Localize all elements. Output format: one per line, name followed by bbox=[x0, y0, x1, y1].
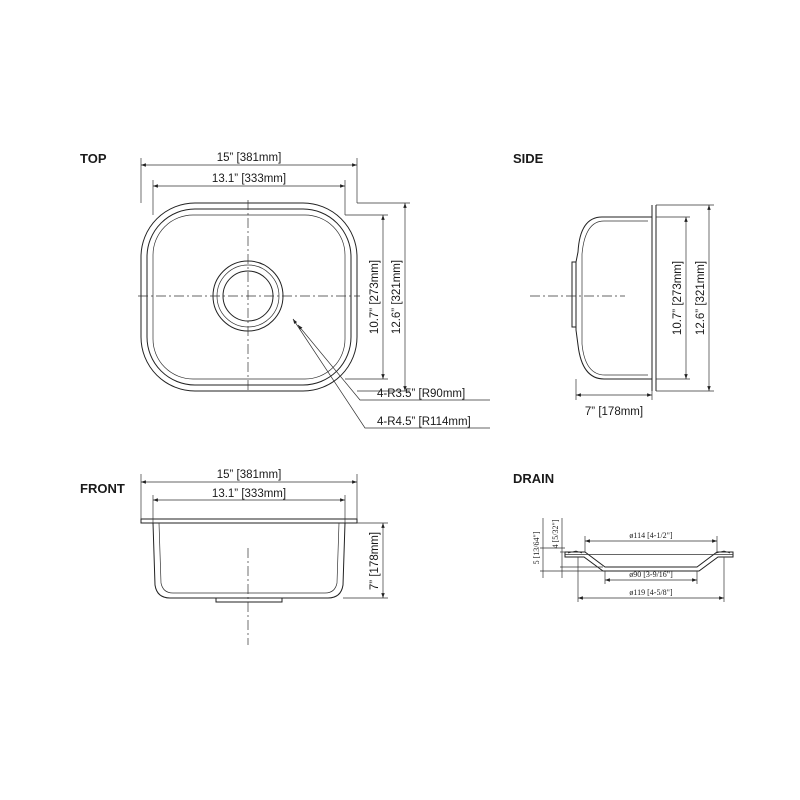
side-view: SIDE 10.7” [273mm] 12.6” [321mm] 7” [178… bbox=[513, 151, 714, 418]
top-view-title: TOP bbox=[80, 151, 107, 166]
side-drain-stub bbox=[571, 261, 577, 328]
front-view: FRONT 15” [381mm] 13.1” [333mm] 7” [178m… bbox=[80, 469, 388, 645]
front-inner-width-label: 13.1” [333mm] bbox=[212, 488, 286, 500]
drain-view-title: DRAIN bbox=[513, 471, 554, 486]
top-outer-length-label: 12.6” [321mm] bbox=[391, 260, 403, 334]
top-radius-inner-label: 4-R3.5” [R90mm] bbox=[377, 388, 465, 400]
top-inner-width-label: 13.1” [333mm] bbox=[212, 173, 286, 185]
front-flange bbox=[140, 518, 358, 524]
top-radius-inner-leader bbox=[297, 324, 490, 401]
side-inner-length-label: 10.7” [273mm] bbox=[672, 261, 684, 335]
drain-view: DRAIN 5 [13/64"] 4 [5/32"] ø114 [4-1/2"]… bbox=[513, 471, 734, 602]
side-outer-length-label: 12.6” [321mm] bbox=[695, 261, 707, 335]
top-rim-outline bbox=[146, 208, 352, 386]
top-outer-outline bbox=[140, 202, 358, 392]
drain-height-a-label: 5 [13/64"] bbox=[532, 531, 541, 564]
front-bowl-outline bbox=[152, 522, 346, 599]
drain-dia-bottom-label: ø90 [3-9/16"] bbox=[629, 570, 673, 579]
front-outer-width-label: 15” [381mm] bbox=[217, 469, 282, 481]
top-inner-length-label: 10.7” [273mm] bbox=[369, 260, 381, 334]
front-bowl-inner bbox=[158, 522, 340, 594]
side-view-title: SIDE bbox=[513, 151, 544, 166]
drain-profile bbox=[564, 551, 734, 572]
side-body-outline bbox=[575, 216, 652, 380]
front-view-title: FRONT bbox=[80, 481, 125, 496]
top-radius-outer-leader bbox=[292, 318, 490, 429]
top-radius-outer-label: 4-R4.5” [R114mm] bbox=[377, 416, 471, 428]
front-drain-stub bbox=[215, 597, 283, 603]
side-bowl-outline bbox=[581, 220, 648, 376]
drain-dia-overall-label: ø119 [4-5/8"] bbox=[629, 588, 673, 597]
side-depth-label: 7” [178mm] bbox=[585, 406, 643, 418]
top-outer-width-label: 15” [381mm] bbox=[217, 152, 282, 164]
top-view: TOP 15” [381mm] 13.1” [333mm] 10.7” [273… bbox=[80, 151, 490, 429]
top-bowl-outline bbox=[152, 214, 346, 380]
drain-height-b-label: 4 [5/32"] bbox=[551, 519, 560, 548]
front-depth-label: 7” [178mm] bbox=[369, 532, 381, 590]
drain-dia-top-label: ø114 [4-1/2"] bbox=[629, 531, 673, 540]
